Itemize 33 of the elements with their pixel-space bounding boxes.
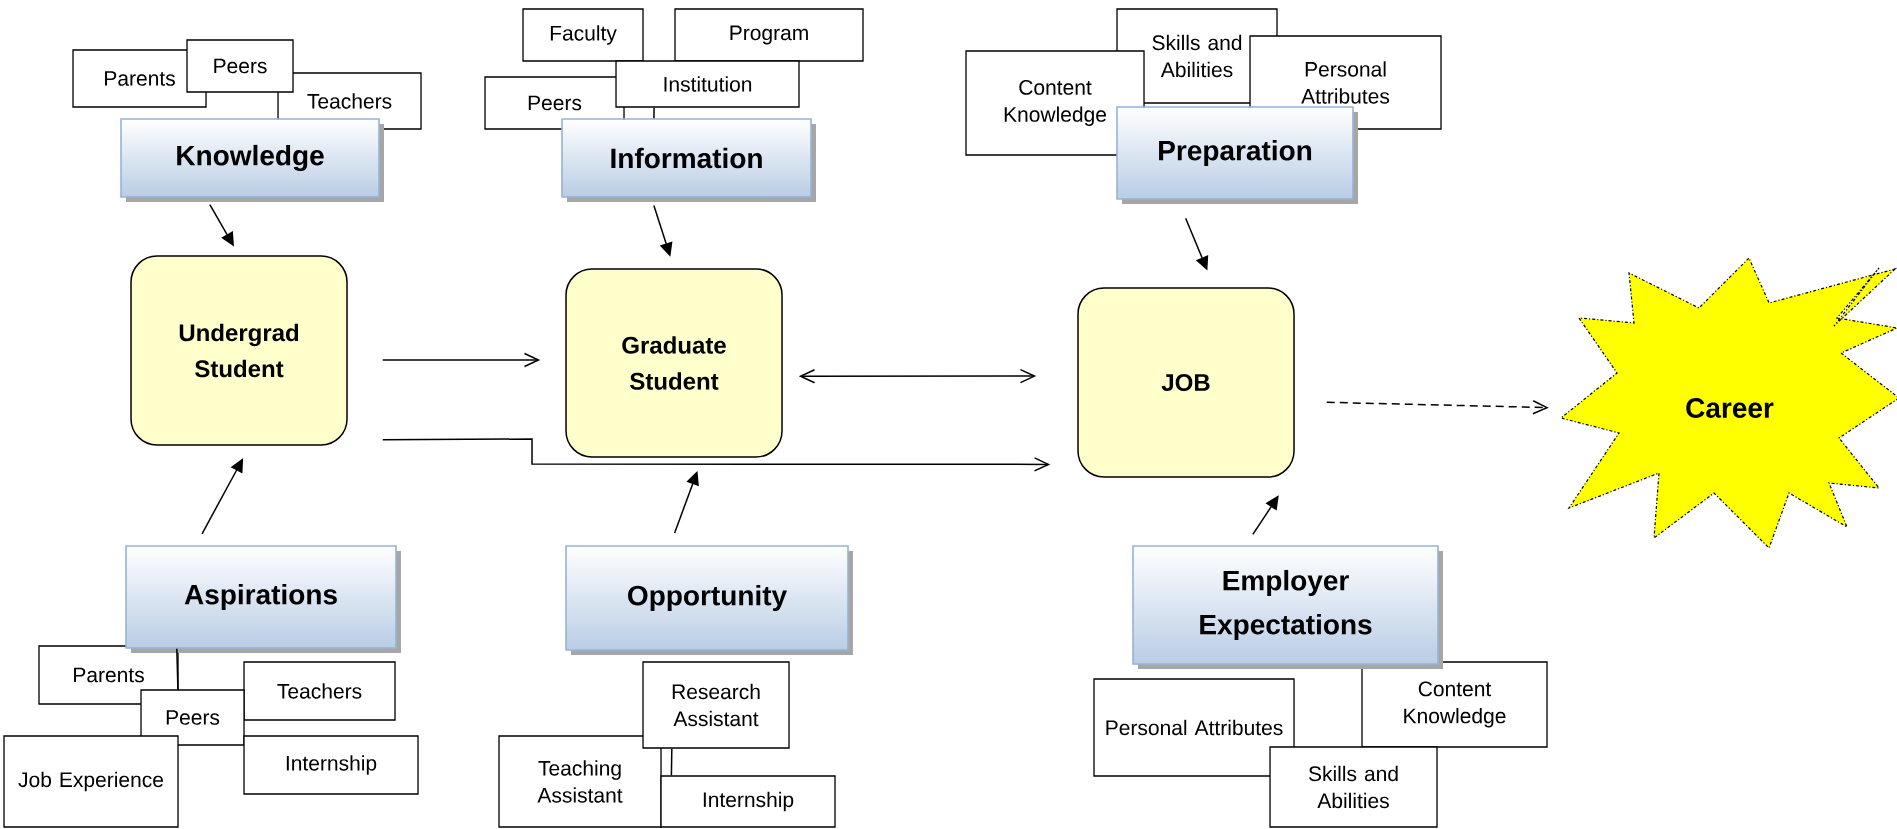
header-box: Employer Expectations: [1132, 545, 1443, 669]
label-box: Internship: [243, 735, 419, 795]
header-box: Opportunity: [565, 545, 853, 655]
label-box: Peers: [186, 39, 294, 93]
connector-line: [653, 106, 655, 119]
label-box: Teachers: [243, 661, 396, 721]
connector-line: [670, 747, 673, 777]
label-box: Program: [674, 8, 864, 62]
arrow: [798, 368, 1037, 384]
rounded-box: Graduate Student: [565, 268, 783, 458]
label-box: Teaching Assistant: [498, 735, 662, 828]
arrow: [382, 438, 1051, 472]
label-box: Content Knowledge: [965, 50, 1145, 156]
starburst: Career: [1559, 256, 1897, 550]
header-box: Information: [561, 118, 816, 202]
label-box: Research Assistant: [642, 661, 790, 749]
label-box: Peers: [140, 689, 245, 746]
rounded-box: JOB: [1077, 287, 1295, 478]
label-box: Internship: [660, 775, 836, 828]
header-box: Knowledge: [120, 118, 384, 202]
label-box: Content Knowledge: [1361, 661, 1548, 748]
label-box: Job Experience: [3, 735, 179, 828]
label-box: Institution: [615, 60, 800, 108]
rounded-box: Undergrad Student: [130, 255, 348, 446]
label-box: Personal Attributes: [1093, 678, 1295, 777]
header-box: Preparation: [1116, 106, 1358, 204]
arrow: [382, 352, 541, 368]
arrow: [201, 458, 244, 535]
connector-line: [176, 648, 179, 691]
label-box: Faculty: [522, 8, 644, 62]
label-box: Skills and Abilities: [1269, 746, 1438, 828]
arrow: [1326, 400, 1549, 415]
header-box: Aspirations: [125, 545, 401, 653]
